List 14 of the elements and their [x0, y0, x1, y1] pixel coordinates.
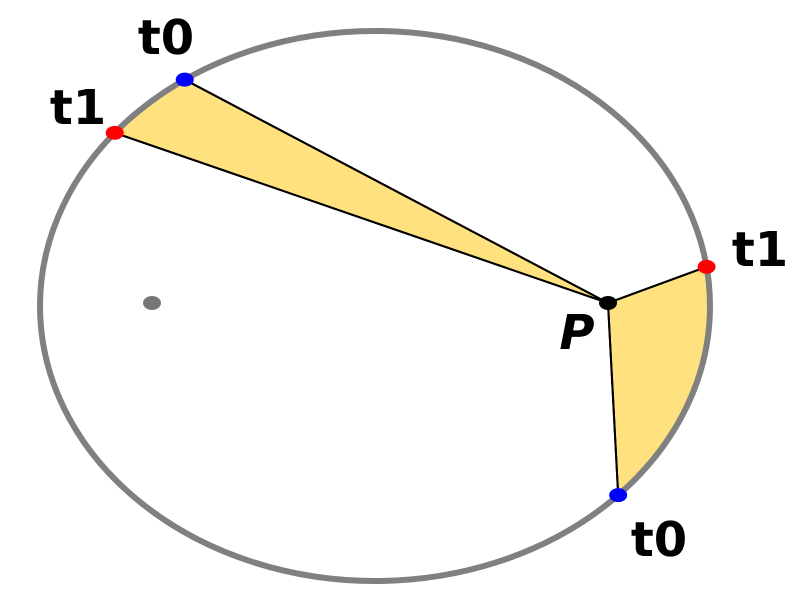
point-label: P [559, 309, 595, 357]
point-label: t1 [732, 226, 786, 274]
radius-line [614, 268, 700, 302]
planet-position [176, 72, 194, 87]
sun-point [599, 296, 617, 310]
planet-position [698, 260, 716, 274]
point-label: t0 [138, 14, 194, 62]
point-label: t1 [50, 84, 106, 132]
planet-position [106, 126, 124, 140]
radius-line [121, 134, 602, 302]
radius-line [190, 82, 602, 301]
radius-line [607, 310, 619, 488]
point-label: t0 [630, 516, 688, 564]
planet-position [609, 488, 628, 502]
